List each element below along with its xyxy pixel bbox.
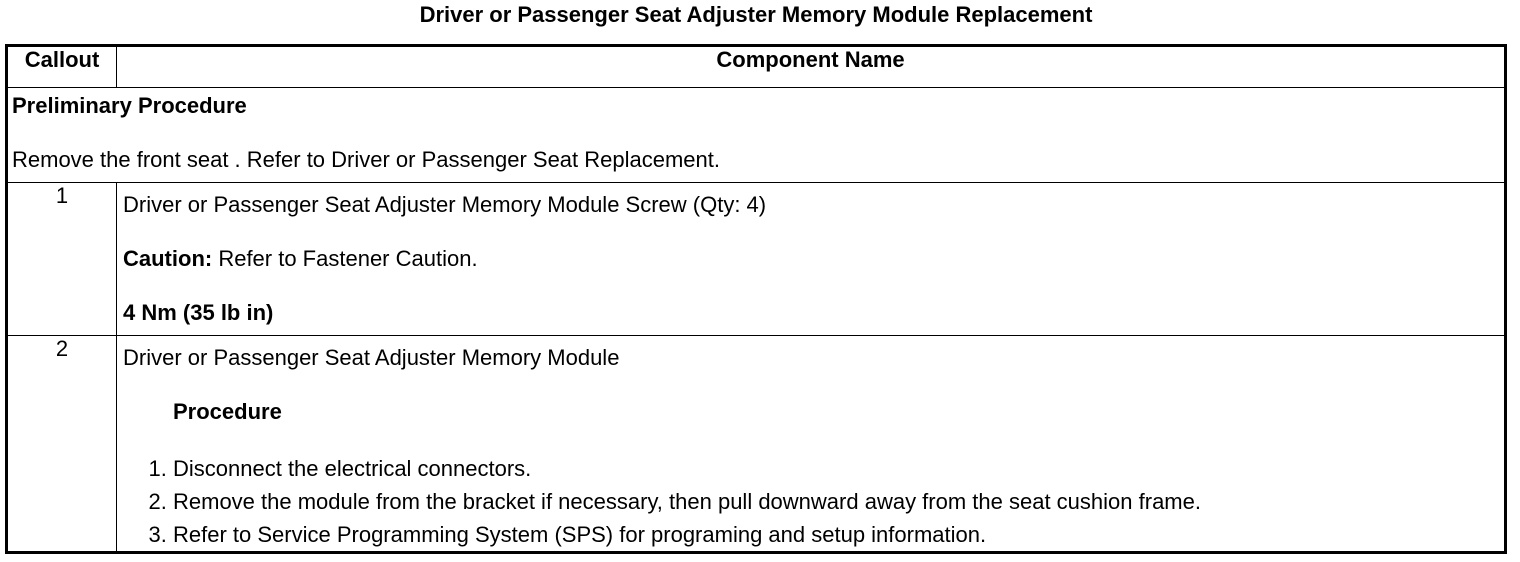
caution-text: Refer to Fastener Caution. [212,246,478,271]
callout-number: 1 [6,182,117,336]
preliminary-cell: Preliminary Procedure Remove the front s… [6,87,1506,183]
procedure-title: Procedure [173,399,282,424]
component-cell: Driver or Passenger Seat Adjuster Memory… [116,182,1506,336]
component-cell: Driver or Passenger Seat Adjuster Memory… [116,335,1506,553]
callout-table: Callout Component Name Preliminary Proce… [5,44,1507,554]
page-title: Driver or Passenger Seat Adjuster Memory… [419,2,1093,27]
caution-label: Caution: [123,246,213,271]
procedure-step: Remove the module from the bracket if ne… [173,485,1504,518]
procedure-steps: Disconnect the electrical connectors. Re… [123,452,1504,551]
header-component-name: Component Name [116,45,1506,88]
component-name: Driver or Passenger Seat Adjuster Memory… [123,192,767,217]
preliminary-title: Preliminary Procedure [12,93,247,118]
procedure-step: Refer to Service Programming System (SPS… [173,518,1504,551]
preliminary-row: Preliminary Procedure Remove the front s… [6,87,1506,183]
table-header-row: Callout Component Name [6,45,1506,88]
preliminary-text: Remove the front seat . Refer to Driver … [12,147,720,172]
callout-number: 2 [6,335,117,553]
component-name: Driver or Passenger Seat Adjuster Memory… [123,345,620,370]
torque-spec: 4 Nm (35 lb in) [123,300,274,325]
table-row: 1 Driver or Passenger Seat Adjuster Memo… [6,182,1506,336]
header-callout: Callout [6,45,117,88]
procedure-step: Disconnect the electrical connectors. [173,452,1504,485]
table-row: 2 Driver or Passenger Seat Adjuster Memo… [6,335,1506,553]
caution-note: Caution: Refer to Fastener Caution. [123,245,1504,273]
